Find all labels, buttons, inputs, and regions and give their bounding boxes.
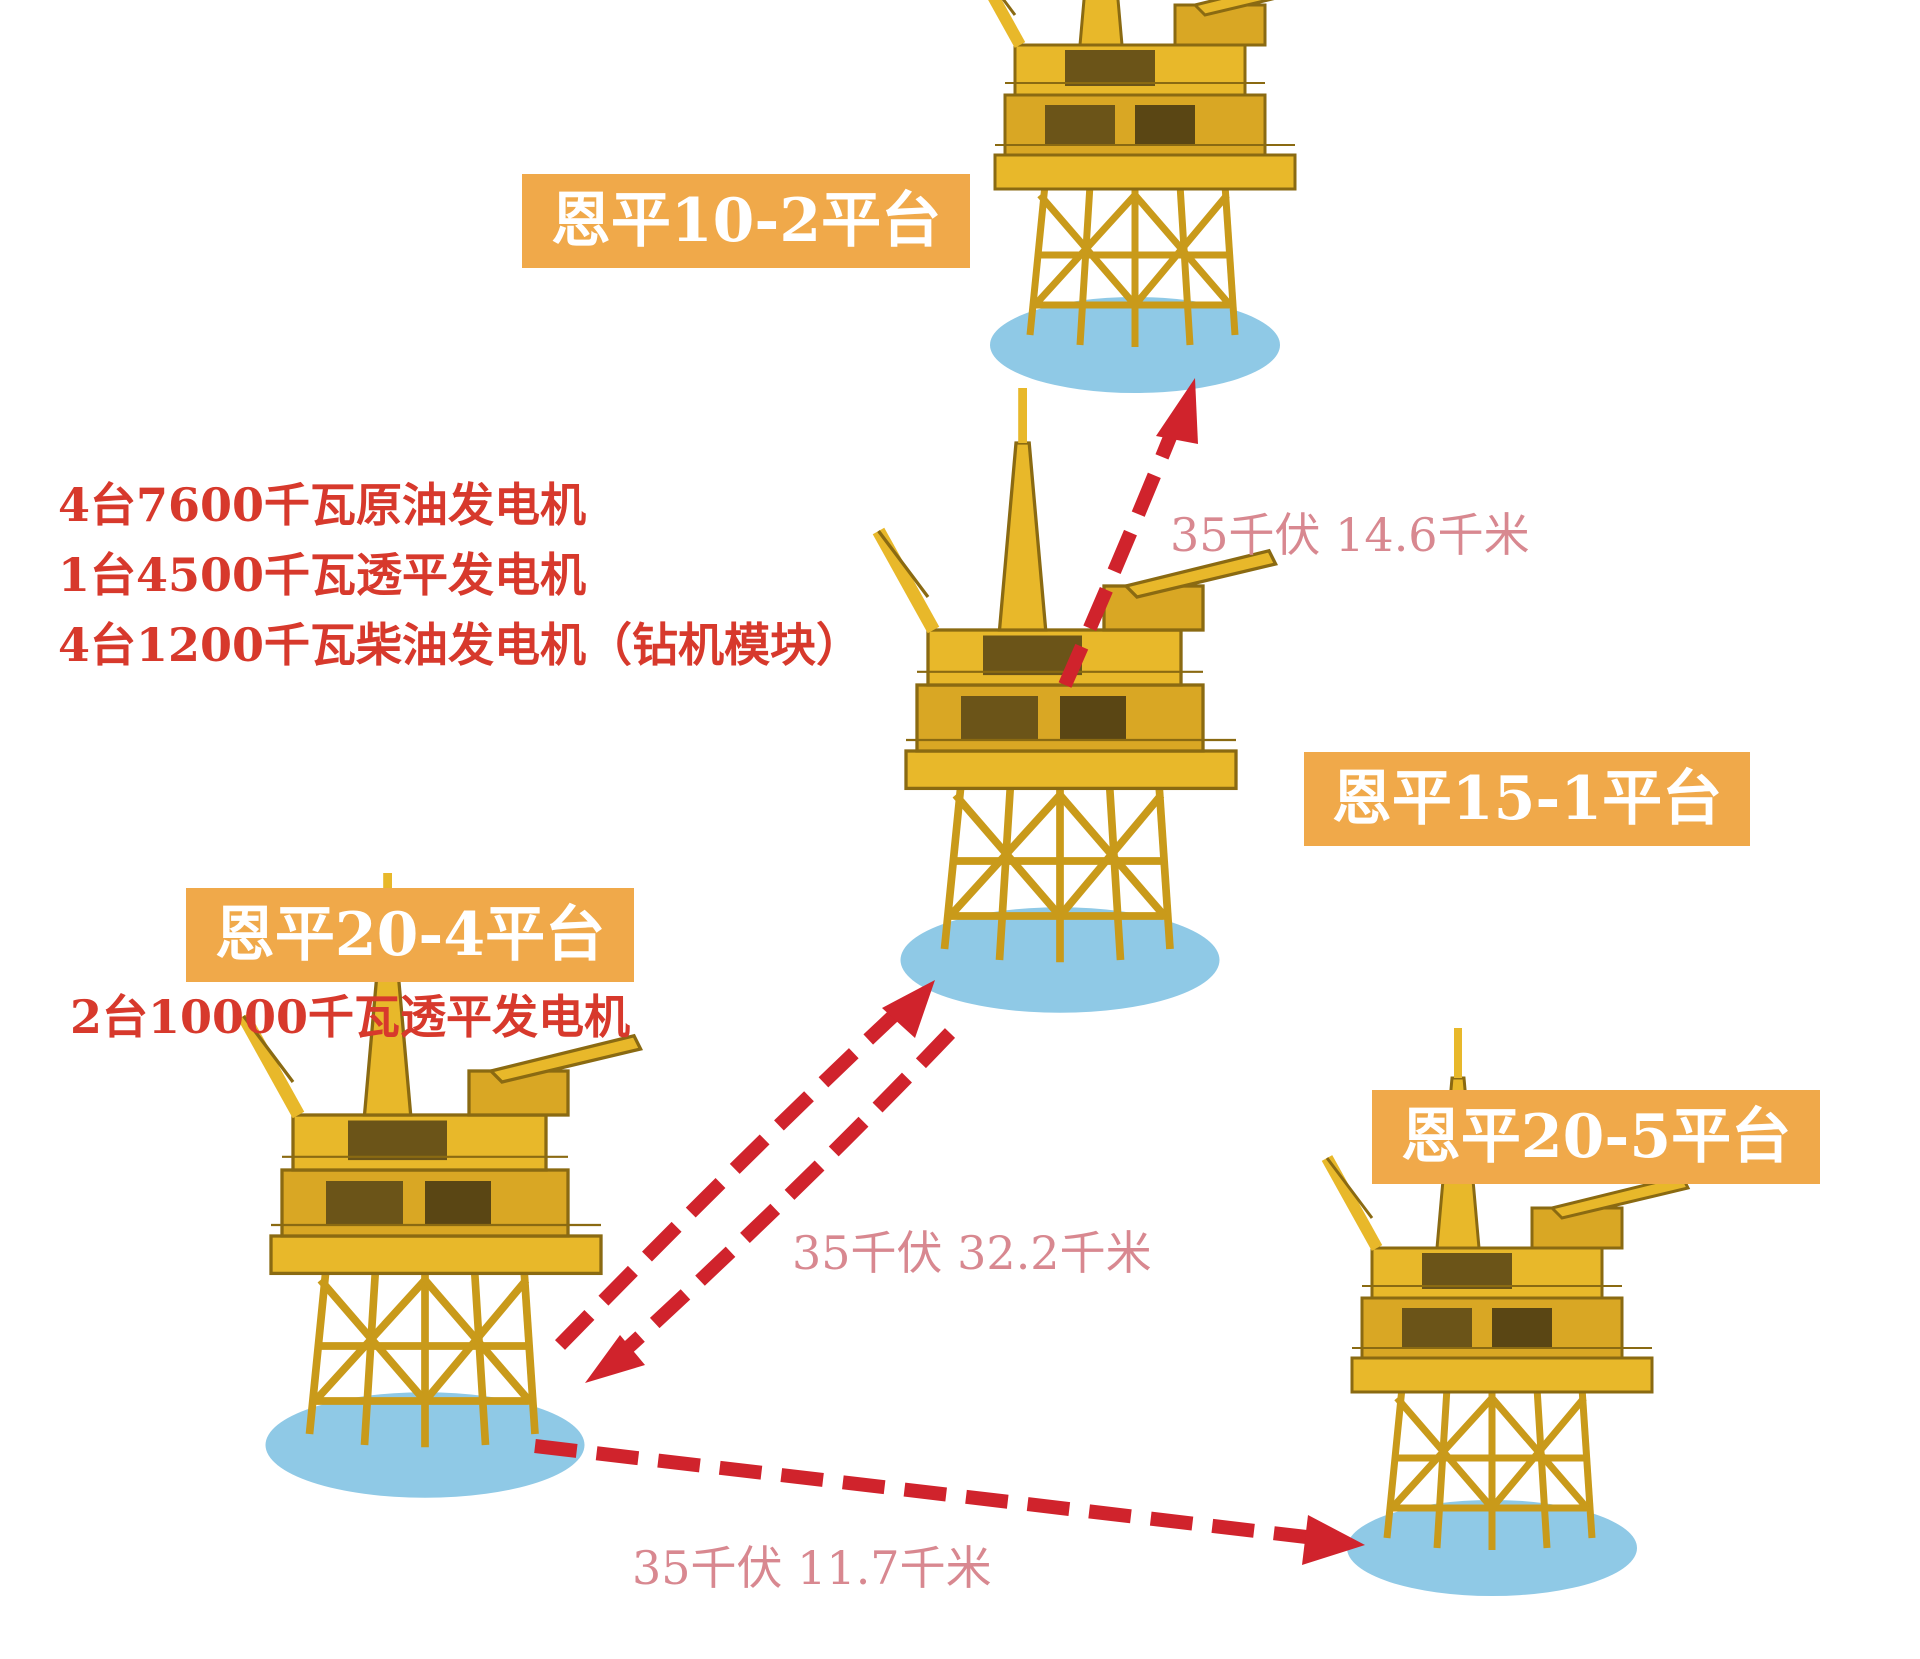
link-arrow-20-4-to-20-5 (534, 1439, 1316, 1545)
link-label-15-1-10-2: 35千伏 14.6千米 (1170, 508, 1530, 562)
platform-label-20-4: 恩平20-4平台 (186, 888, 634, 982)
link-arrow-15-1-to-20-4 (615, 1028, 956, 1361)
link-arrow-20-4-to-15-1 (554, 999, 910, 1350)
generator-item: 1台4500千瓦透平发电机 (58, 548, 587, 602)
generator-item: 2台10000千瓦透平发电机 (70, 990, 631, 1044)
generator-item: 4台7600千瓦原油发电机 (58, 478, 587, 532)
generator-list-15-1: 4台7600千瓦原油发电机 1台4500千瓦透平发电机 4台1200千瓦柴油发电… (58, 470, 862, 680)
platform-label-20-5: 恩平20-5平台 (1372, 1090, 1820, 1184)
platform-label-15-1: 恩平15-1平台 (1304, 752, 1750, 846)
arrowhead-15-1 (882, 980, 935, 1038)
platform-label-10-2: 恩平10-2平台 (522, 174, 970, 268)
link-arrow-15-1-to-10-2 (1058, 422, 1182, 688)
link-label-20-4-15-1: 35千伏 32.2千米 (792, 1226, 1152, 1280)
arrowhead-10-2 (1156, 378, 1198, 444)
generator-item: 4台1200千瓦柴油发电机（钻机模块） (58, 618, 863, 672)
arrowhead-20-4 (585, 1335, 645, 1383)
link-label-20-4-20-5: 35千伏 11.7千米 (632, 1541, 992, 1595)
platform-15-1-rig (879, 388, 1276, 1013)
platform-10-2-rig (970, 0, 1331, 393)
generator-list-20-4: 2台10000千瓦透平发电机 (70, 982, 630, 1052)
arrowhead-20-5 (1302, 1515, 1365, 1565)
